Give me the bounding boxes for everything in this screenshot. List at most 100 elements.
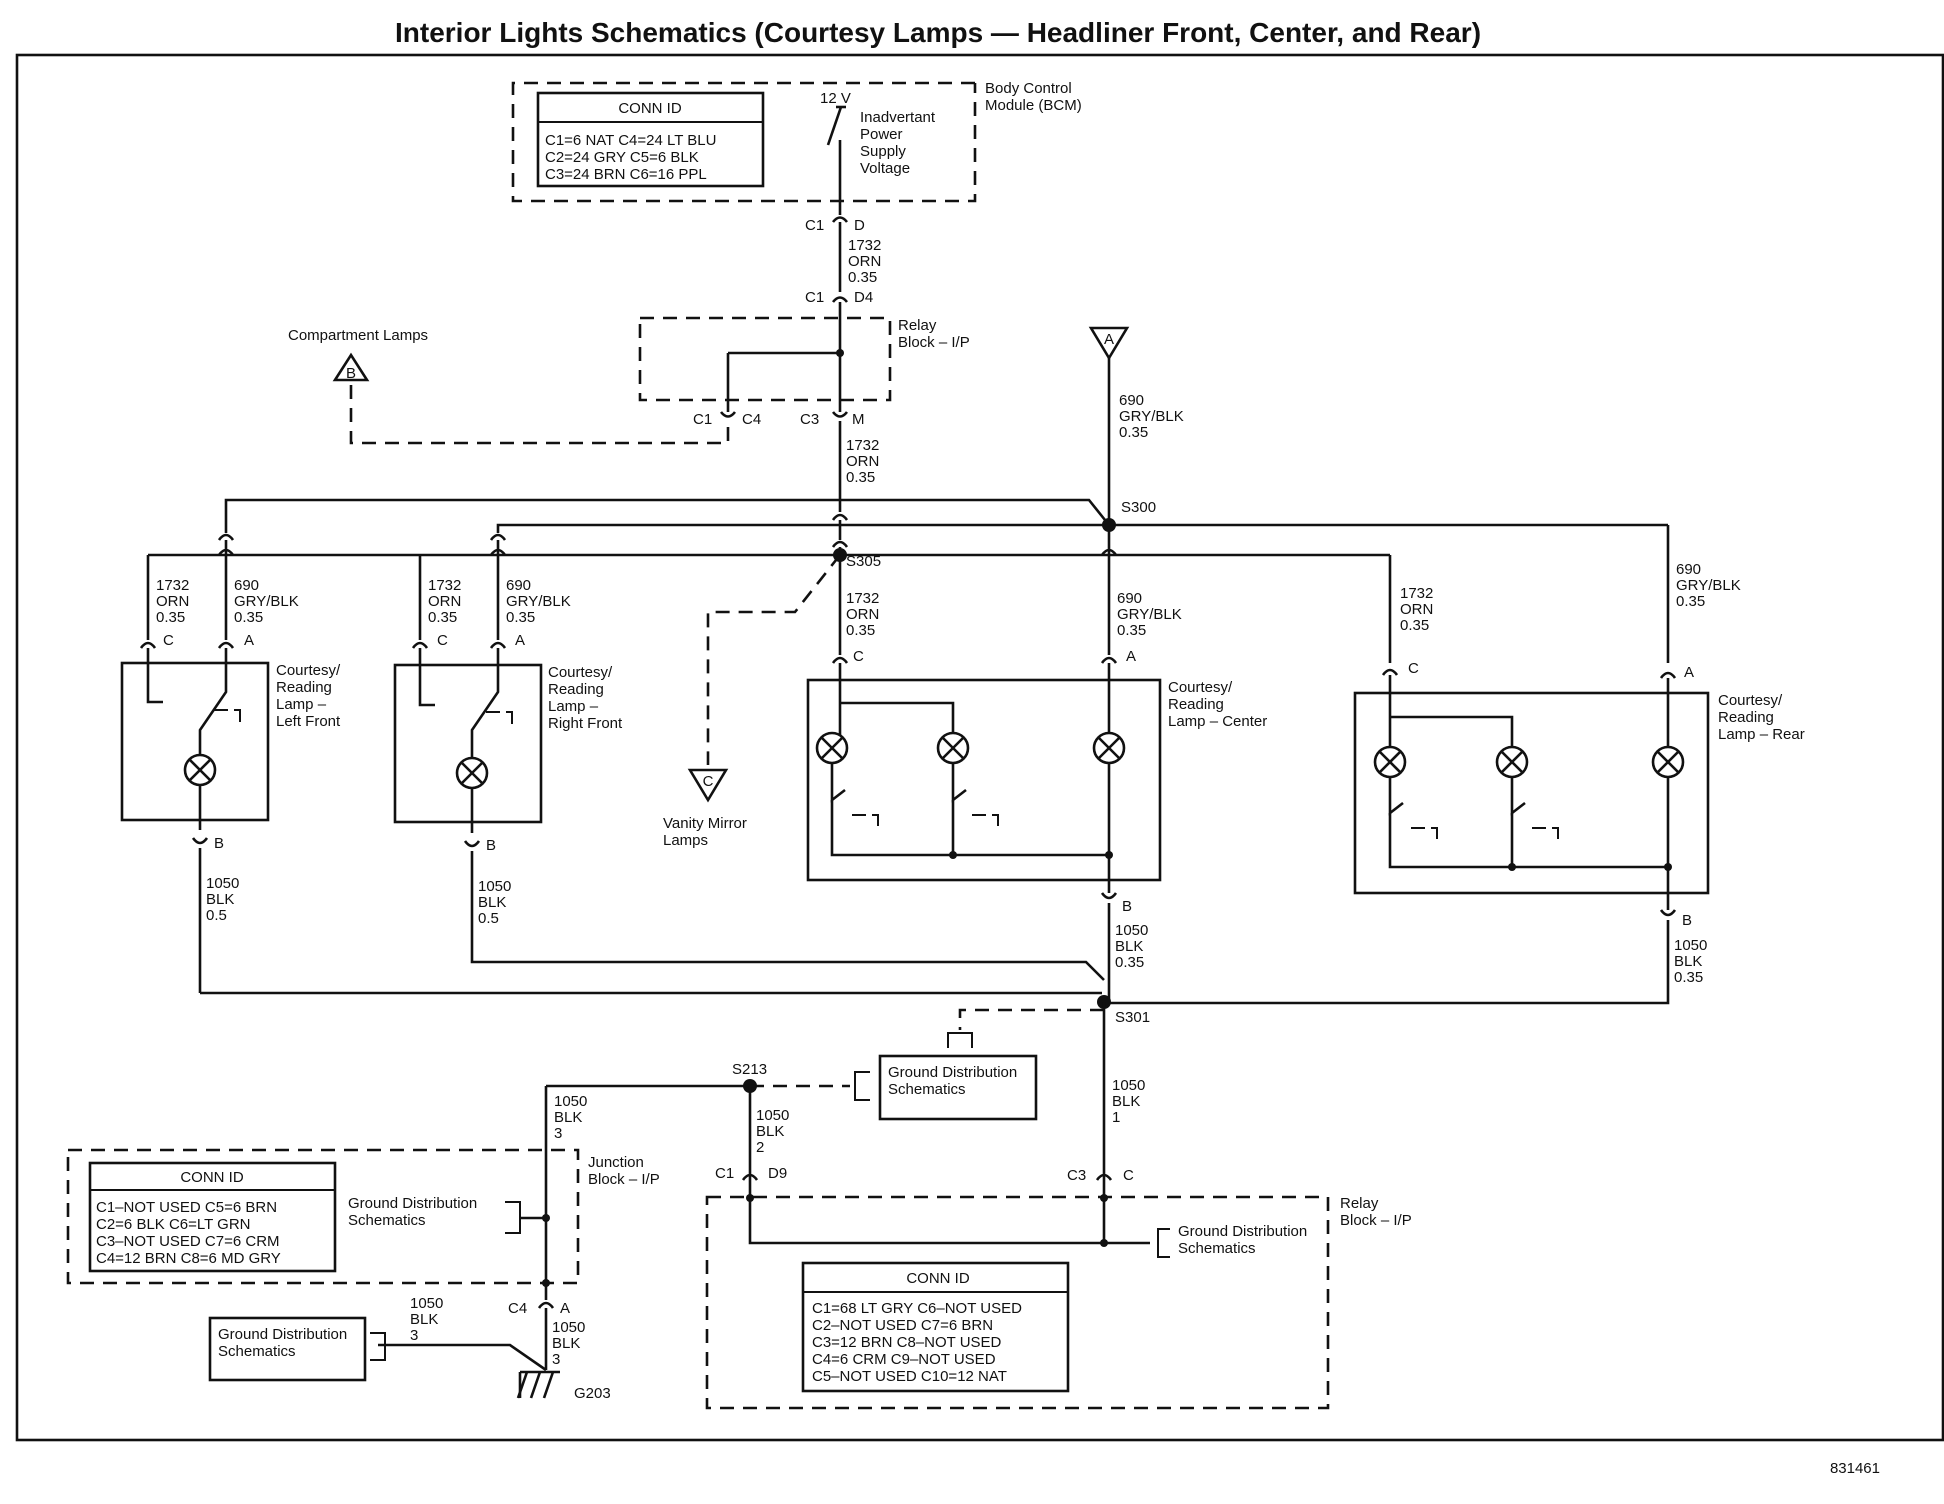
svg-text:0.35: 0.35 <box>156 609 185 626</box>
svg-text:BLK: BLK <box>410 1311 438 1328</box>
svg-text:C3–NOT USED C7=6 CRM: C3–NOT USED C7=6 CRM <box>96 1233 280 1250</box>
splice-s213-group: S213 1050 BLK 3 1050 BLK 2 C1 D9 <box>544 1061 870 1300</box>
bcm-voltage: 12 V <box>820 90 851 107</box>
svg-text:Courtesy/: Courtesy/ <box>548 664 613 681</box>
svg-text:0.35: 0.35 <box>846 469 875 486</box>
svg-text:Courtesy/: Courtesy/ <box>1718 692 1783 709</box>
svg-text:CONN ID: CONN ID <box>180 1169 244 1186</box>
svg-text:1732: 1732 <box>1400 585 1433 602</box>
svg-text:B: B <box>1122 898 1132 915</box>
svg-text:1050: 1050 <box>554 1093 587 1110</box>
svg-text:690: 690 <box>1117 590 1142 607</box>
bcm-switch <box>826 106 843 146</box>
bcm-label: Module (BCM) <box>985 97 1082 114</box>
svg-text:ORN: ORN <box>1400 601 1433 618</box>
svg-text:0.35: 0.35 <box>1117 622 1146 639</box>
svg-text:Reading: Reading <box>1168 696 1224 713</box>
svg-text:C: C <box>703 773 714 790</box>
svg-text:1050: 1050 <box>410 1295 443 1312</box>
figure-number: 831461 <box>1830 1460 1880 1477</box>
svg-text:1050: 1050 <box>206 875 239 892</box>
svg-text:BLK: BLK <box>1674 953 1702 970</box>
svg-text:Schematics: Schematics <box>1178 1240 1256 1257</box>
svg-text:0.35: 0.35 <box>234 609 263 626</box>
svg-text:1050: 1050 <box>756 1107 789 1124</box>
svg-text:Lamp –: Lamp – <box>276 696 327 713</box>
svg-text:Lamp – Rear: Lamp – Rear <box>1718 726 1805 743</box>
svg-text:D4: D4 <box>854 289 873 306</box>
svg-text:ORN: ORN <box>848 253 881 270</box>
svg-text:2: 2 <box>756 1139 764 1156</box>
svg-text:C3: C3 <box>1067 1167 1086 1184</box>
svg-text:C5–NOT USED C10=12 NAT: C5–NOT USED C10=12 NAT <box>812 1368 1007 1385</box>
svg-text:Junction: Junction <box>588 1154 644 1171</box>
svg-text:C4=6 CRM C9–NOT USE: C4=6 CRM C9–NOT USED <box>812 1351 996 1368</box>
bcm-conn-row: C3=24 BRN C6=16 PPL <box>545 166 707 183</box>
svg-text:1: 1 <box>1112 1109 1120 1126</box>
svg-text:Courtesy/: Courtesy/ <box>1168 679 1233 696</box>
svg-text:0.5: 0.5 <box>478 910 499 927</box>
svg-text:0.35: 0.35 <box>1115 954 1144 971</box>
svg-text:Block – I/P: Block – I/P <box>588 1171 660 1188</box>
svg-text:Compartment Lamps: Compartment Lamps <box>288 327 428 344</box>
svg-text:Relay: Relay <box>898 317 937 334</box>
svg-text:Relay: Relay <box>1340 1195 1379 1212</box>
svg-text:A: A <box>244 632 254 649</box>
compartment-lamps-ref: Compartment Lamps B <box>288 327 730 445</box>
svg-text:0.35: 0.35 <box>506 609 535 626</box>
relay-block-bottom: Relay Block – I/P Ground Distribution Sc… <box>705 1180 1412 1410</box>
svg-text:GRY/BLK: GRY/BLK <box>1119 408 1184 425</box>
svg-text:3: 3 <box>410 1327 418 1344</box>
diagram-title: Interior Lights Schematics (Courtesy Lam… <box>395 17 1481 48</box>
svg-text:Reading: Reading <box>1718 709 1774 726</box>
svg-text:Lamp –: Lamp – <box>548 698 599 715</box>
svg-text:CONN ID: CONN ID <box>906 1270 970 1287</box>
svg-text:C3: C3 <box>800 411 819 428</box>
svg-text:G203: G203 <box>574 1385 611 1402</box>
ground-g203-group: C4 A 1050 BLK 3 1050 BLK 3 G203 Ground D… <box>208 1295 611 1402</box>
svg-text:0.35: 0.35 <box>1674 969 1703 986</box>
svg-text:BLK: BLK <box>756 1123 784 1140</box>
svg-text:A: A <box>1126 648 1136 665</box>
svg-text:C1–NOT USED C5=6 BRN: C1–NOT USED C5=6 BRN <box>96 1199 277 1216</box>
svg-text:C1: C1 <box>693 411 712 428</box>
svg-text:C4=12 BRN C8=6 MD GRY: C4=12 BRN C8=6 MD GRY <box>96 1250 281 1267</box>
svg-text:0.5: 0.5 <box>206 907 227 924</box>
svg-text:1050: 1050 <box>1115 922 1148 939</box>
svg-text:A: A <box>1684 664 1694 681</box>
bcm-conn-row: C1=6 NAT C4=24 LT BLU <box>545 132 716 149</box>
svg-text:Block – I/P: Block – I/P <box>1340 1212 1412 1229</box>
svg-text:Ground Distribution: Ground Distribution <box>218 1326 347 1343</box>
svg-text:0.35: 0.35 <box>1119 424 1148 441</box>
bcm-label: Body Control <box>985 80 1072 97</box>
svg-text:ORN: ORN <box>156 593 189 610</box>
svg-text:C4: C4 <box>742 411 761 428</box>
svg-text:C: C <box>1408 660 1419 677</box>
svg-text:D9: D9 <box>768 1165 787 1182</box>
orn-bus <box>146 548 1392 663</box>
svg-text:S213: S213 <box>732 1061 767 1078</box>
svg-text:Lamps: Lamps <box>663 832 708 849</box>
svg-text:0.35: 0.35 <box>1676 593 1705 610</box>
orn-trunk: 1732 ORN 0.35 <box>831 421 879 555</box>
svg-text:A: A <box>1104 331 1114 348</box>
svg-text:Ground Distribution: Ground Distribution <box>348 1195 477 1212</box>
svg-text:GRY/BLK: GRY/BLK <box>1676 577 1741 594</box>
junction-block: Junction Block – I/P CONN ID C1–NOT USED… <box>66 1148 660 1287</box>
svg-text:C: C <box>163 632 174 649</box>
svg-text:B: B <box>1682 912 1692 929</box>
svg-text:ORN: ORN <box>846 606 879 623</box>
svg-text:1050: 1050 <box>478 878 511 895</box>
svg-text:Schematics: Schematics <box>348 1212 426 1229</box>
s301-down-wire: 1050 BLK 1 C3 C <box>1067 1002 1145 1184</box>
svg-text:0.35: 0.35 <box>848 269 877 286</box>
courtesy-lamp-right-front: 1732 ORN 0.35 690 GRY/BLK 0.35 C A B Cou… <box>393 577 1105 981</box>
svg-text:Ground Distribution: Ground Distribution <box>888 1064 1017 1081</box>
svg-text:Vanity Mirror: Vanity Mirror <box>663 815 747 832</box>
svg-text:3: 3 <box>554 1125 562 1142</box>
svg-text:GRY/BLK: GRY/BLK <box>506 593 571 610</box>
svg-text:Schematics: Schematics <box>218 1343 296 1360</box>
svg-text:C1: C1 <box>715 1165 734 1182</box>
svg-text:690: 690 <box>1676 561 1701 578</box>
